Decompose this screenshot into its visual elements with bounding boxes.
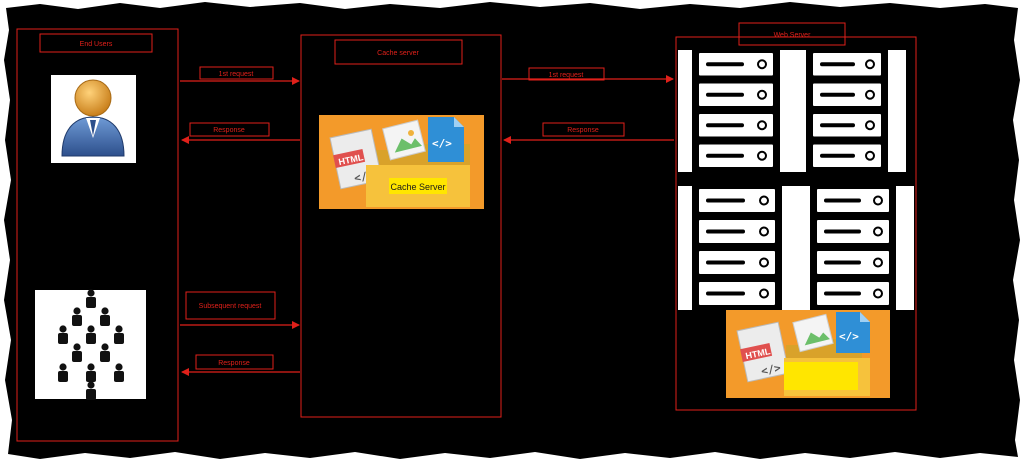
crowd-person-figure	[58, 325, 68, 344]
cache-server-graphic: HTML </> </> Cache Server	[319, 115, 484, 209]
web-image-card-icon	[792, 313, 834, 353]
arrow-response-subsequent: Response	[181, 354, 300, 376]
crowd-icon	[35, 289, 146, 400]
crowd-person-figure	[72, 343, 82, 362]
web-code-glyph-left: </>	[760, 361, 783, 378]
web-server-title-box	[738, 22, 846, 46]
crowd-person-figure	[100, 343, 110, 362]
cache-code-glyph-right: </>	[432, 137, 452, 150]
crowd-person-figure	[86, 325, 96, 344]
server-rack-icon	[697, 187, 777, 307]
server-rack-icon	[815, 187, 891, 307]
web-server-graphic: HTML </> </>	[726, 310, 890, 398]
crowd-person-figure	[86, 363, 96, 382]
crowd-person-figure	[100, 307, 110, 326]
end-users-title-box	[39, 33, 153, 53]
cache-server-graphic-label: Cache Server	[390, 182, 445, 192]
arrow-first-request-to-cache: 1st request	[180, 66, 300, 85]
arrow-first-request-to-web: 1st request	[502, 67, 674, 83]
arrow-response-to-cache: Response	[503, 122, 674, 144]
cache-server-title-box	[334, 39, 463, 65]
web-graphic-label-blank	[784, 362, 858, 390]
server-rack-icon	[811, 51, 883, 169]
cache-server-panel: Cache server HTML </> </> Cache Server	[300, 34, 502, 418]
web-code-file-icon	[836, 312, 870, 353]
code-file-icon	[428, 117, 464, 162]
crowd-person-figure	[114, 363, 124, 382]
arrow-subsequent-request: Subsequent request	[180, 291, 300, 329]
svg-text:1st request: 1st request	[549, 72, 584, 79]
svg-text:Response: Response	[213, 127, 245, 134]
web-code-glyph-right: </>	[839, 330, 859, 343]
svg-text:Response: Response	[567, 127, 599, 134]
web-server-title: Web Server	[774, 32, 811, 39]
single-user-icon	[51, 75, 136, 163]
end-users-title: End Users	[80, 41, 113, 48]
arrow-response-to-users: Response	[181, 122, 300, 144]
crowd-person-figure	[72, 307, 82, 326]
crowd-person-figure	[58, 363, 68, 382]
crowd-person-figure	[86, 289, 96, 308]
server-rack-icon	[697, 51, 775, 169]
svg-text:1st request: 1st request	[219, 71, 254, 78]
web-server-panel: Web Server HTML </> </>	[675, 22, 917, 411]
svg-text:Subsequent request: Subsequent request	[199, 303, 262, 310]
crowd-person-figure	[86, 381, 96, 400]
svg-text:Response: Response	[218, 360, 250, 367]
end-users-panel: End Users	[16, 28, 179, 442]
cache-server-title: Cache server	[377, 50, 419, 57]
crowd-person-figure	[114, 325, 124, 344]
